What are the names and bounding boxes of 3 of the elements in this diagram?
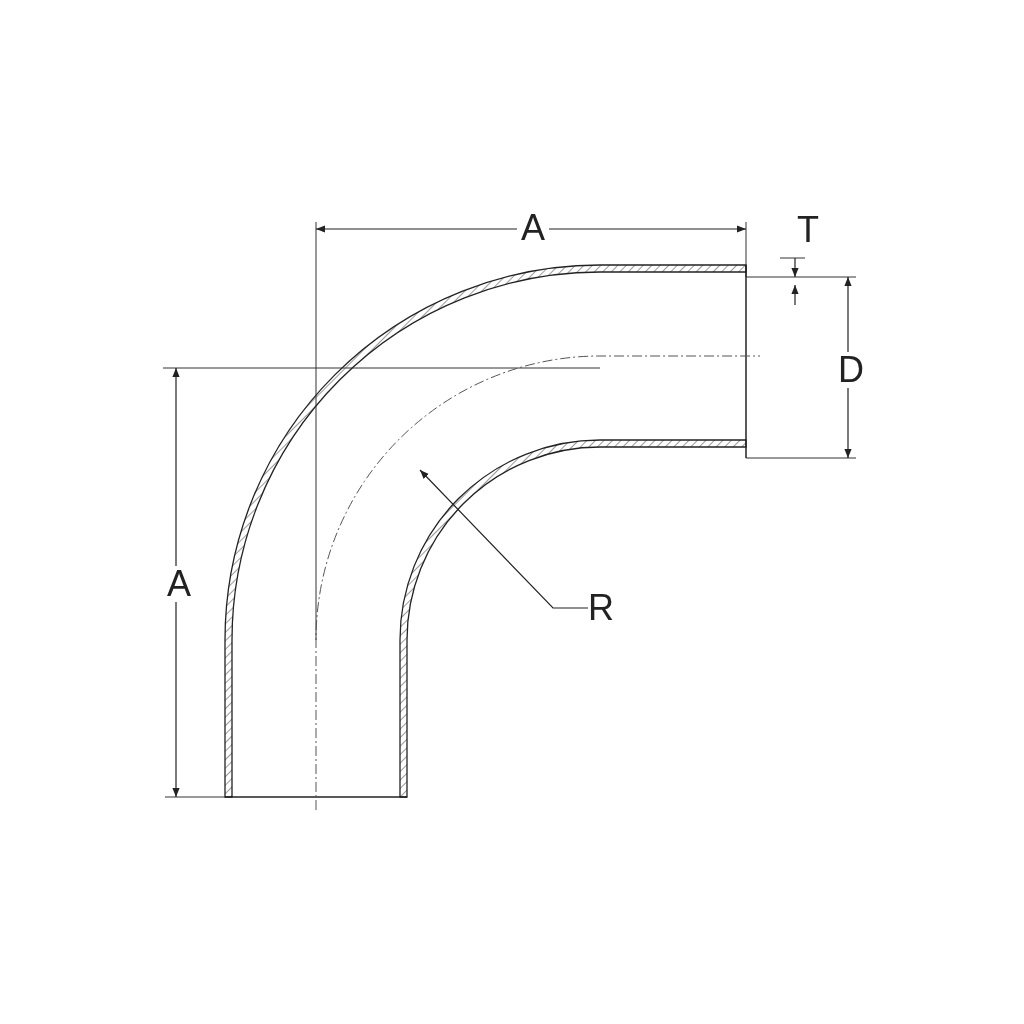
radius-label: R: [588, 590, 614, 626]
leader-line: [419, 469, 589, 609]
pipe-elbow-drawing: [224, 264, 761, 811]
